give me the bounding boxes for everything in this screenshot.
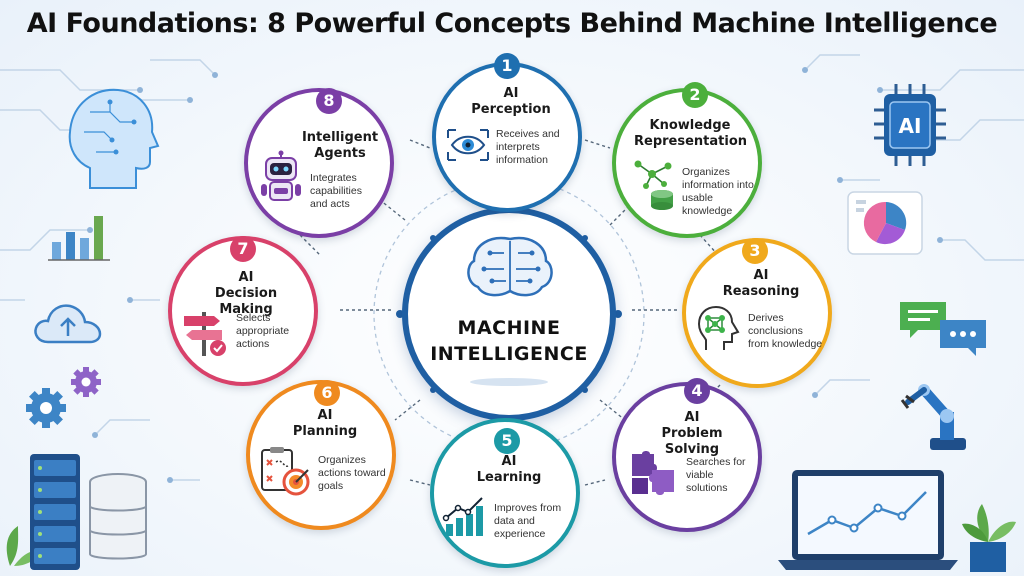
- number-badge: 8: [316, 88, 342, 114]
- number-badge: 2: [682, 82, 708, 108]
- cloud-upload-icon: [34, 304, 102, 344]
- server-database-icon: [6, 454, 147, 570]
- signpost-icon: [184, 312, 226, 356]
- bar-chart-icon: [48, 216, 110, 261]
- knowledge-graph-icon: [634, 160, 673, 210]
- number-badge: 6: [314, 380, 340, 406]
- number-badge: 4: [684, 378, 710, 404]
- plan-target-icon: [261, 447, 310, 496]
- pie-chart-icon: [847, 191, 923, 255]
- center-hub: MACHINE INTELLIGENCE: [402, 207, 616, 421]
- number-badge: 7: [230, 236, 256, 262]
- eye-icon: [447, 129, 489, 161]
- head-network-icon: [697, 305, 740, 350]
- puzzle-icon: [632, 451, 674, 495]
- number-badge: 1: [494, 53, 520, 79]
- center-shadow: [470, 378, 548, 386]
- number-badge: 5: [494, 428, 520, 454]
- page-title: AI Foundations: 8 Powerful Concepts Behi…: [26, 8, 998, 39]
- growth-chart-icon: [442, 497, 483, 536]
- circuit-lines: [0, 54, 1024, 481]
- number-badge: 3: [742, 238, 768, 264]
- center-label-line1: MACHINE: [457, 317, 561, 339]
- chat-bubbles-icon: [900, 302, 986, 356]
- center-label-line2: INTELLIGENCE: [430, 343, 588, 365]
- chip-label: AI: [899, 114, 922, 138]
- robotic-arm-icon: [900, 384, 966, 450]
- human-head-icon: [68, 88, 160, 189]
- brain-circuit-icon: [467, 236, 553, 297]
- ai-chip-icon: AI: [874, 84, 946, 166]
- laptop-plant-icon: [778, 470, 1016, 572]
- gears-icon: [26, 367, 101, 428]
- robot-icon: [261, 150, 301, 201]
